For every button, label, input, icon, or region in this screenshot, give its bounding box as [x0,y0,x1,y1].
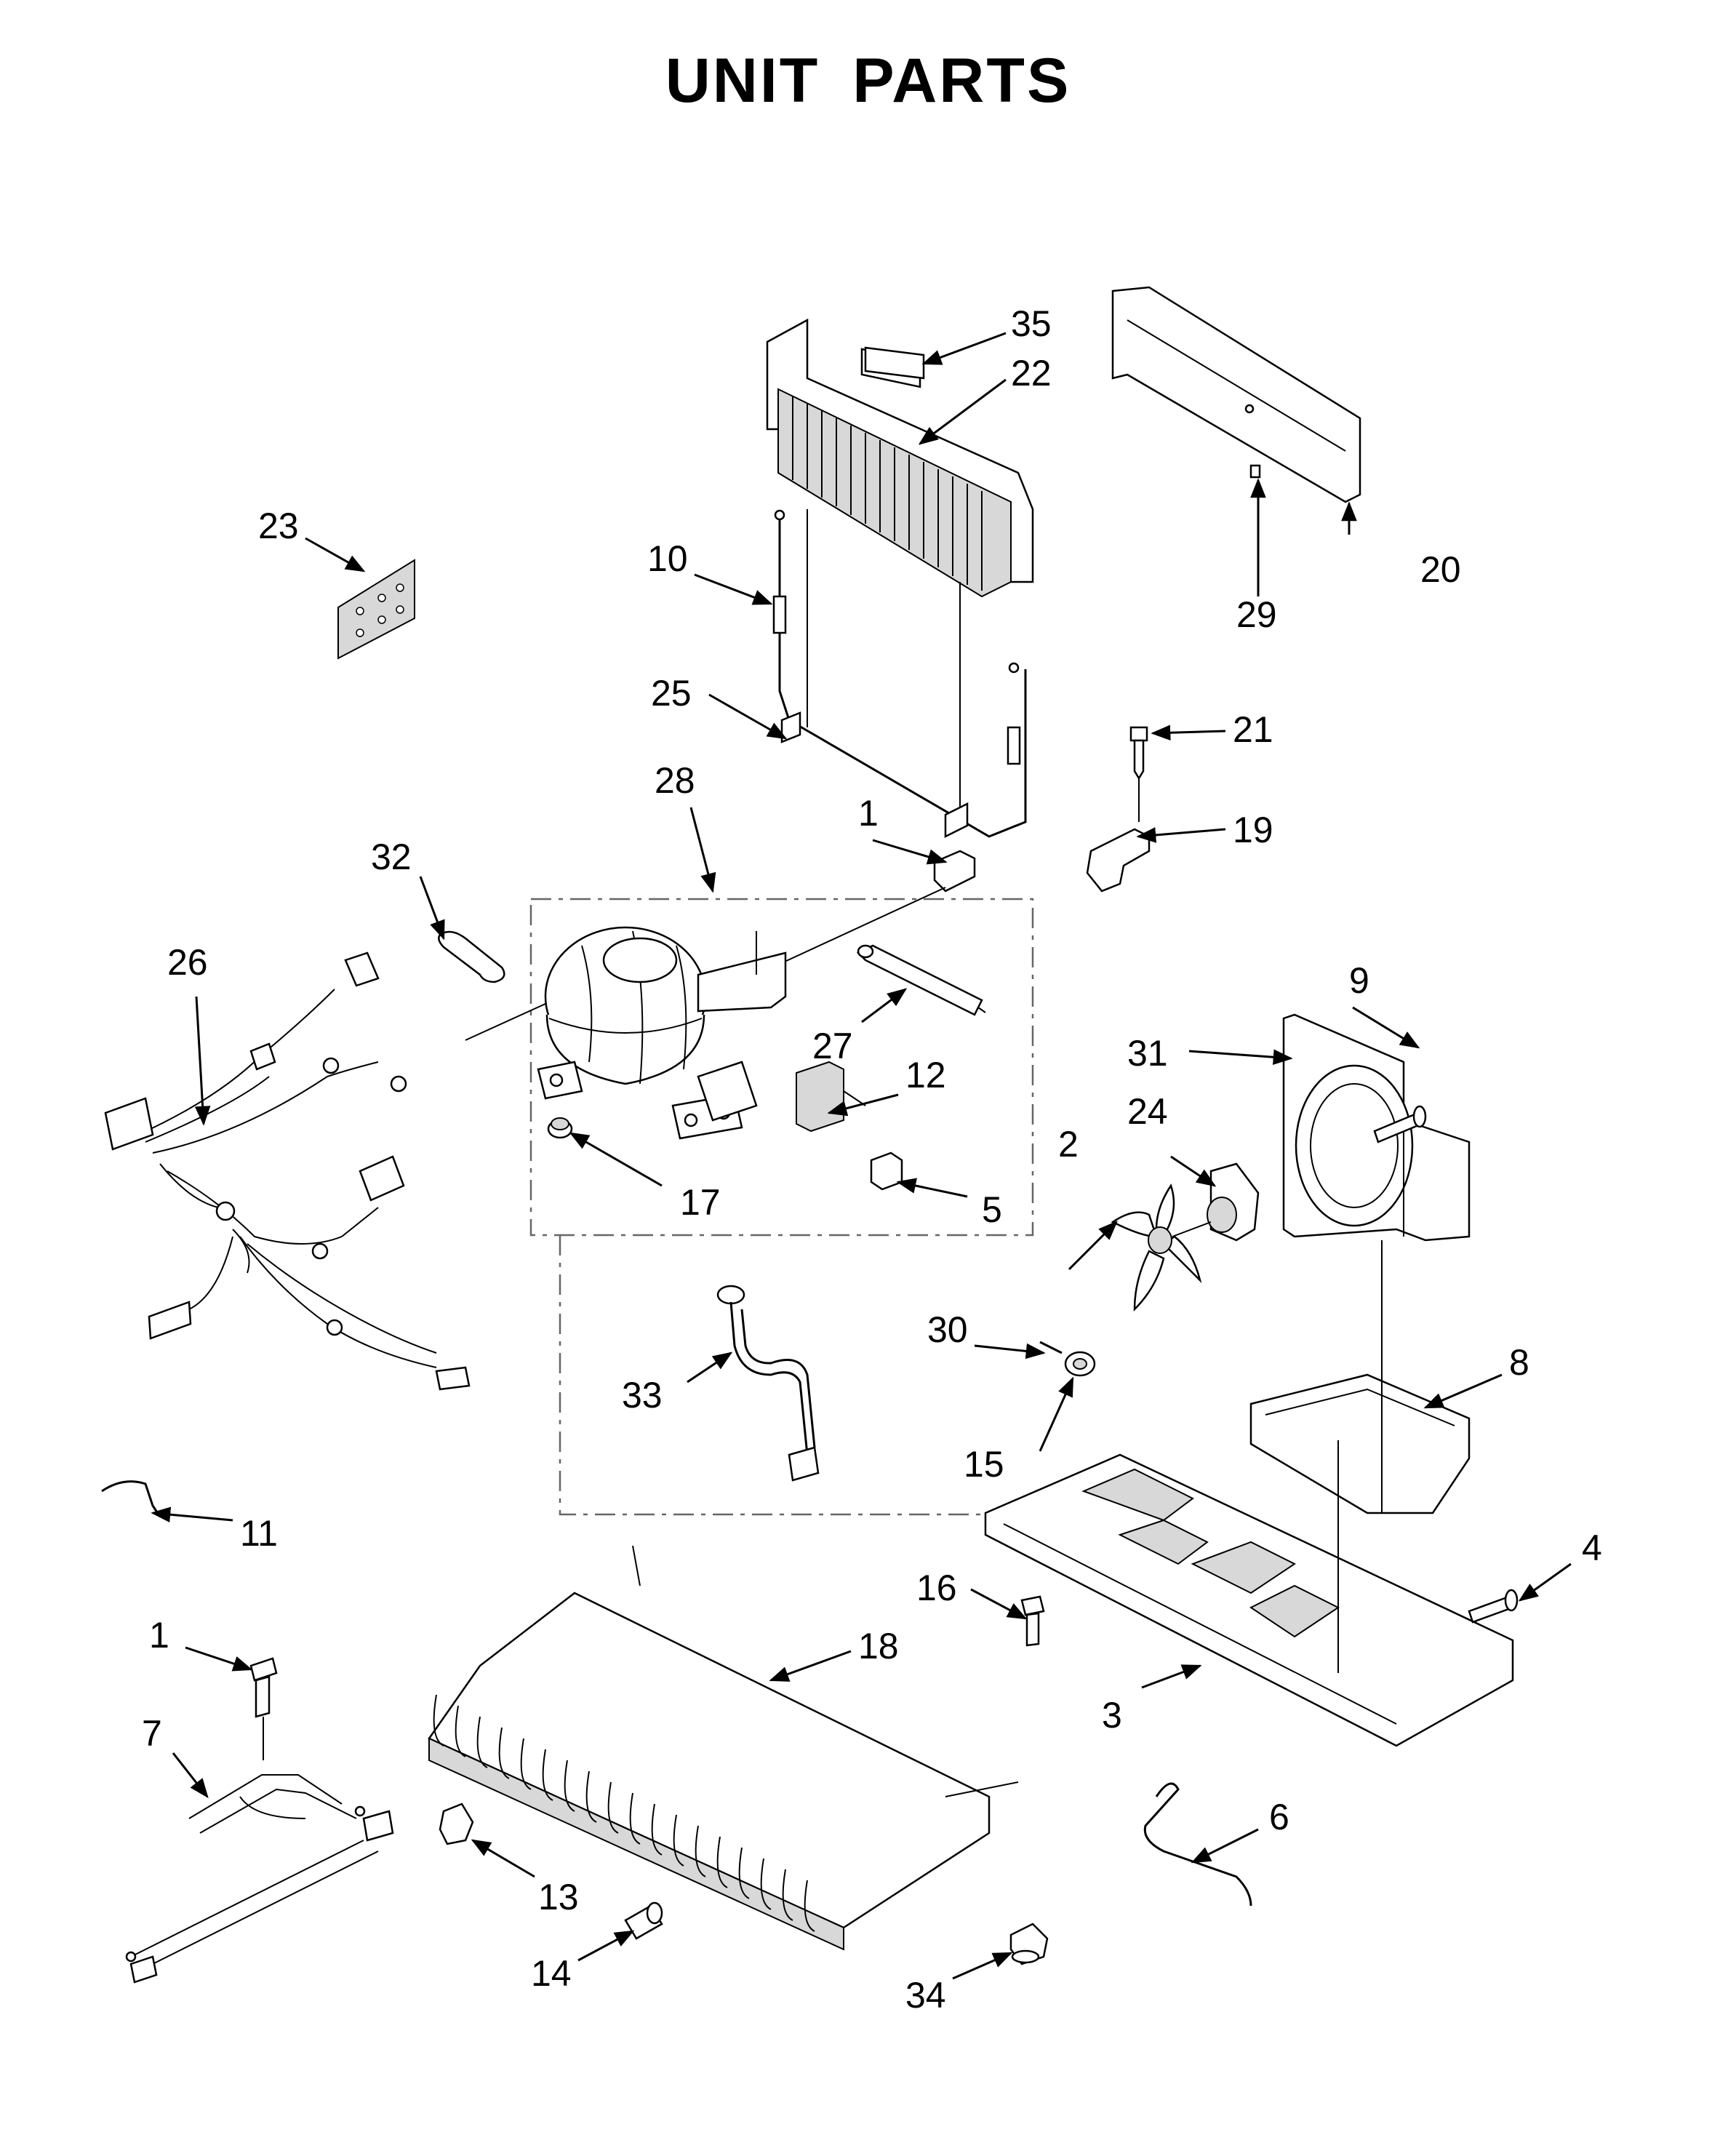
wire-clip-part-11 [101,1480,161,1517]
strap-part [438,930,505,983]
relay-cap-part [870,1151,903,1191]
bolt-part-16 [1020,1595,1045,1647]
fan-motor-part [1207,1162,1260,1242]
callout-5: 5 [982,1189,1002,1230]
callout-25: 25 [651,673,692,714]
screw-part-9 [1373,1105,1427,1143]
bolt-part-4 [1468,1589,1519,1624]
callout-8: 8 [1509,1342,1529,1383]
bolt-part-1-lower [249,1657,278,1760]
bushing-part [1064,1351,1096,1377]
callout-20: 20 [1420,549,1461,590]
callout-19: 19 [1233,810,1273,850]
control-board-part [337,559,415,660]
callout-11: 11 [240,1513,278,1554]
heater-part [125,1774,394,1984]
screw-part-30 [1039,1341,1063,1354]
callout-7: 7 [142,1713,162,1754]
callout-28: 28 [655,760,695,801]
callout-21: 21 [1233,709,1273,750]
callout-6: 6 [1269,1797,1289,1837]
callout-2: 2 [1058,1124,1079,1165]
callout-1-lower: 1 [149,1615,169,1656]
callout-33: 33 [622,1375,663,1416]
rod-part-6 [1143,1782,1252,1907]
grommet-part [547,1117,573,1139]
callout-18: 18 [858,1626,899,1666]
callout-26: 26 [167,942,208,983]
cover-box-part [1111,286,1361,503]
filter-drier-part [856,944,986,1016]
callout-30: 30 [927,1309,968,1350]
evaporator-coil-part [428,1545,1019,1951]
callout-12: 12 [905,1055,946,1095]
compressor-group-outline [529,898,1082,1516]
callout-9: 9 [1349,960,1369,1001]
fan-shroud-part [1282,1013,1471,1242]
relay-part [796,1061,866,1133]
callout-17: 17 [680,1182,721,1223]
callout-23: 23 [258,506,299,546]
callout-24: 24 [1127,1091,1168,1132]
label-plate-part [864,346,925,380]
callout-10: 10 [647,538,688,579]
tubing-part [772,509,1027,839]
page-title: UNIT PARTS [665,46,1071,116]
callout-32: 32 [371,837,412,877]
base-plate-part [984,1440,1514,1747]
callout-1-upper: 1 [858,793,879,834]
callout-arrows [151,332,1572,1980]
clip-part-13 [439,1802,474,1845]
callout-27: 27 [812,1026,853,1066]
fan-blade-part [1111,1183,1212,1312]
screw-part-21 [1129,726,1148,822]
clip-part-34 [1009,1923,1049,1965]
bracket-part-19 [1086,828,1151,893]
callout-31: 31 [1127,1033,1168,1074]
callout-3: 3 [1102,1695,1122,1736]
drain-tube-part [716,1285,820,1482]
callout-34: 34 [905,1975,946,2016]
callout-29: 29 [1236,594,1277,635]
callout-35: 35 [1011,303,1052,344]
bracket-tray-part [1249,1240,1471,1514]
wiring-harness-part [104,951,471,1391]
callout-labels: 35 22 20 29 23 10 25 21 19 1 28 32 26 27… [142,303,1602,2016]
callout-15: 15 [964,1444,1004,1485]
callout-4: 4 [1582,1528,1602,1568]
compressor-part [465,926,787,1140]
callout-22: 22 [1011,353,1052,394]
screw-part-29 [1249,464,1261,479]
callout-13: 13 [538,1877,579,1917]
callout-16: 16 [916,1568,957,1608]
callout-14: 14 [531,1953,572,1994]
